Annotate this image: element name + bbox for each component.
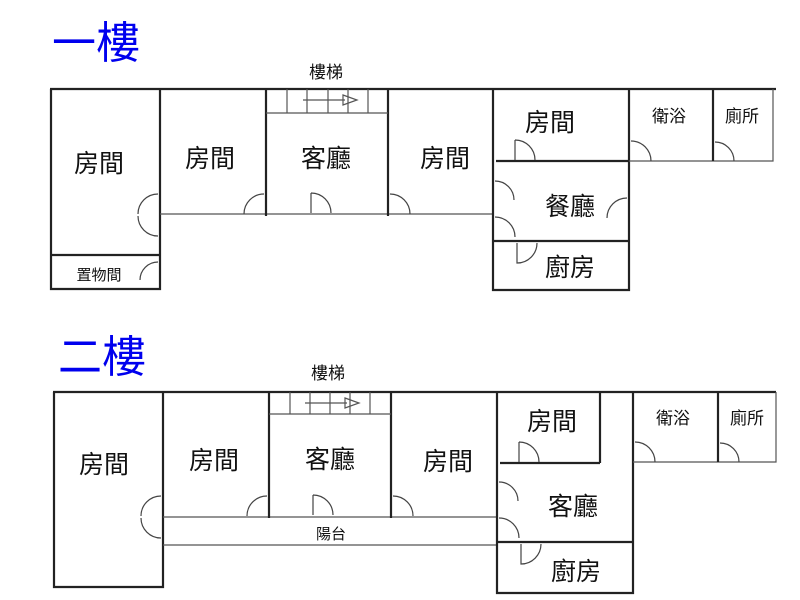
room-label: 衛浴 (656, 409, 690, 429)
door-icon (514, 139, 536, 161)
door-icon (140, 495, 162, 517)
stairs-label: 樓梯 (309, 63, 343, 83)
room-label: 衛浴 (652, 107, 686, 127)
door-icon (719, 442, 740, 463)
room-label: 廚房 (551, 557, 601, 586)
door-icon (498, 481, 519, 502)
room-label: 房間 (189, 446, 239, 475)
staircase (286, 89, 369, 113)
floor-1: 一樓 樓梯 (49, 18, 776, 292)
staircase (289, 392, 371, 414)
room-label: 餐廳 (545, 192, 595, 221)
door-icon (243, 193, 265, 215)
door-icon (310, 192, 332, 214)
room-label: 房間 (423, 447, 473, 476)
room-label: 客廳 (548, 492, 598, 521)
room-label: 廚房 (545, 253, 595, 282)
door-icon (392, 495, 414, 517)
door-icon (246, 495, 268, 517)
floor-1-title: 一樓 (52, 18, 140, 69)
walls (52, 390, 777, 595)
room-label: 房間 (185, 144, 235, 173)
doors (137, 139, 735, 281)
door-icon (518, 441, 540, 463)
door-icon (498, 517, 520, 539)
room-label: 客廳 (305, 445, 355, 474)
door-icon (137, 215, 159, 237)
room-label: 房間 (79, 450, 129, 479)
room-label: 置物間 (76, 266, 121, 284)
floor-2-title: 二樓 (58, 332, 146, 383)
doors (140, 441, 740, 565)
door-icon (137, 193, 159, 215)
door-icon (494, 216, 516, 238)
room-label: 陽台 (316, 525, 346, 543)
door-icon (312, 494, 334, 516)
stairs-label: 樓梯 (311, 364, 345, 384)
door-icon (714, 141, 735, 162)
room-label: 廁所 (725, 106, 759, 127)
door-icon (140, 517, 162, 539)
floor-2: 二樓 樓梯 (52, 332, 777, 595)
room-label: 房間 (527, 407, 577, 436)
door-icon (139, 261, 159, 281)
room-label: 房間 (420, 144, 470, 173)
door-icon (520, 543, 542, 565)
door-icon (389, 193, 411, 215)
door-icon (494, 180, 515, 201)
room-label: 房間 (74, 149, 124, 178)
door-icon (606, 197, 628, 219)
room-label: 客廳 (301, 144, 351, 173)
door-icon (516, 242, 538, 264)
door-icon (634, 441, 656, 463)
walls (49, 87, 776, 292)
room-label: 廁所 (730, 408, 764, 429)
door-icon (630, 140, 652, 162)
room-label: 房間 (525, 108, 575, 137)
